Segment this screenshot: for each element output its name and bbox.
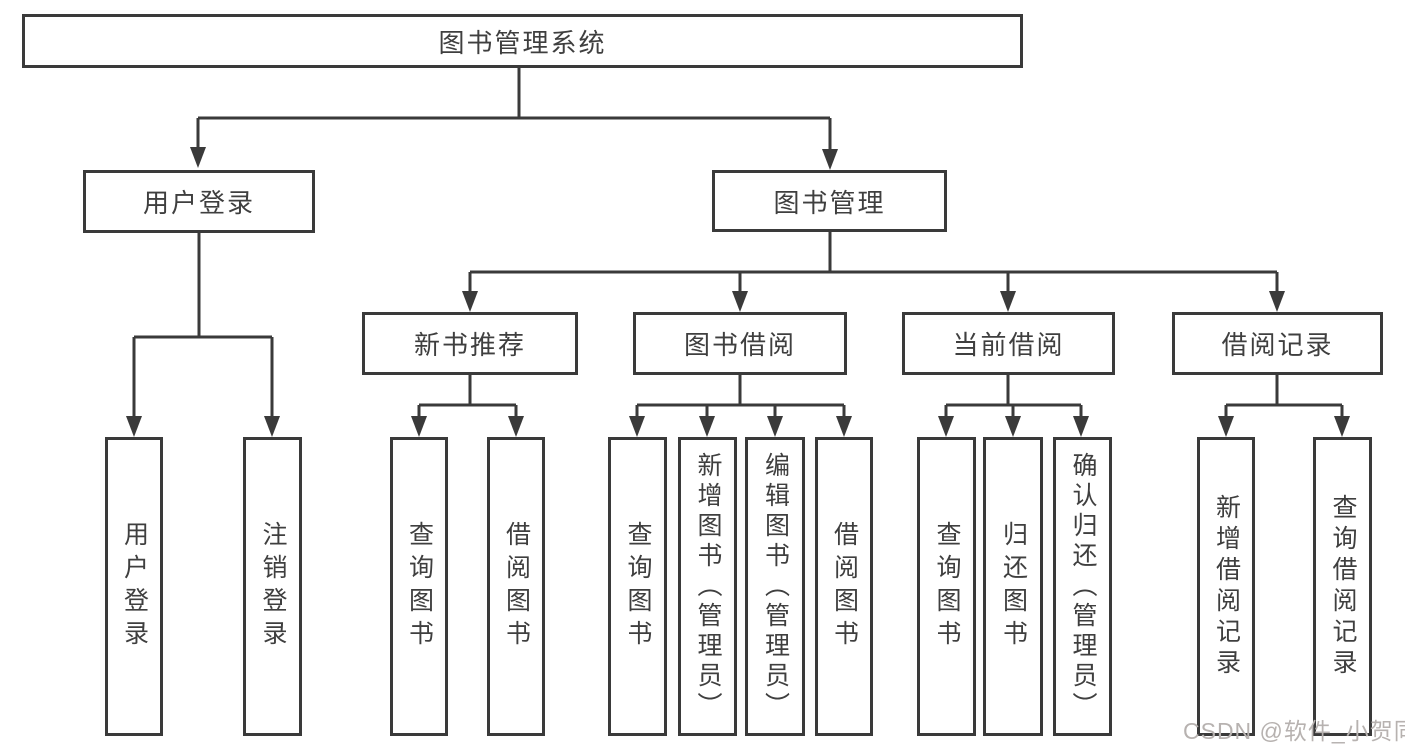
node-label-new-book-recommendation: 新书推荐 [413,330,526,360]
arrowhead-down-icon [732,291,748,312]
node-label-recommend-query-books: 查询图书 [405,520,434,653]
arrowhead-down-icon [822,149,838,170]
arrowhead-down-icon [126,416,142,437]
node-label-book-management-module: 图书管理 [773,187,886,218]
node-label-borrow-add-books: 新增图书（管理员） [694,451,722,722]
arrowhead-down-icon [1005,416,1021,437]
arrowhead-down-icon [836,416,852,437]
node-label-records-add-record: 新增借阅记录 [1212,493,1241,680]
node-label-current-query-books: 查询图书 [933,520,961,653]
node-current-query-books: 查询图书 [917,437,976,736]
node-book-borrowing: 图书借阅 [633,312,847,375]
node-borrow-query-books: 查询图书 [608,437,667,736]
node-user-login-module: 用户登录 [83,170,315,233]
node-label-records-query-record: 查询借阅记录 [1329,493,1357,680]
watermark-text: CSDN @软件_小贺同学 [1183,718,1405,744]
node-current-return-books: 归还图书 [983,437,1043,736]
node-current-borrowing: 当前借阅 [902,312,1115,375]
node-label-user-login-module: 用户登录 [142,188,255,218]
arrowhead-down-icon [699,416,715,437]
arrowhead-down-icon [190,147,206,168]
node-label-borrowing-records: 借阅记录 [1221,330,1334,360]
node-book-management-module: 图书管理 [712,170,947,232]
node-borrow-borrow-books: 借阅图书 [815,437,873,736]
arrowhead-down-icon [264,416,280,437]
node-records-query-record: 查询借阅记录 [1313,437,1372,736]
node-label-user-login: 用户登录 [120,520,149,653]
node-recommend-borrow-books: 借阅图书 [487,437,545,736]
arrowhead-down-icon [767,416,783,437]
node-current-confirm-return: 确认归还（管理员） [1053,437,1112,736]
node-logout-login: 注销登录 [243,437,302,736]
arrowhead-down-icon [1269,291,1285,312]
node-label-current-borrowing: 当前借阅 [952,330,1065,360]
node-recommend-query-books: 查询图书 [390,437,448,736]
arrowhead-down-icon [1000,291,1016,312]
node-label-borrow-borrow-books: 借阅图书 [830,520,859,653]
node-label-borrow-edit-books: 编辑图书（管理员） [761,451,790,722]
node-label-system-root: 图书管理系统 [438,27,607,58]
node-records-add-record: 新增借阅记录 [1197,437,1255,736]
arrowhead-down-icon [1073,416,1089,437]
node-label-current-confirm-return: 确认归还（管理员） [1069,451,1097,722]
arrowhead-down-icon [1218,416,1234,437]
node-label-borrow-query-books: 查询图书 [624,520,652,653]
node-label-logout-login: 注销登录 [259,520,287,653]
arrowhead-down-icon [1334,416,1350,437]
node-user-login: 用户登录 [105,437,163,736]
node-borrowing-records: 借阅记录 [1172,312,1383,375]
node-label-recommend-borrow-books: 借阅图书 [502,520,531,653]
arrowhead-down-icon [462,291,478,312]
arrowhead-down-icon [938,416,954,437]
arrowhead-down-icon [508,416,524,437]
arrowhead-down-icon [411,416,427,437]
node-label-book-borrowing: 图书借阅 [683,330,796,360]
arrowhead-down-icon [629,416,645,437]
node-label-current-return-books: 归还图书 [999,520,1028,653]
node-borrow-add-books: 新增图书（管理员） [678,437,737,736]
node-new-book-recommendation: 新书推荐 [362,312,578,375]
node-system-root: 图书管理系统 [22,14,1023,68]
node-borrow-edit-books: 编辑图书（管理员） [745,437,805,736]
